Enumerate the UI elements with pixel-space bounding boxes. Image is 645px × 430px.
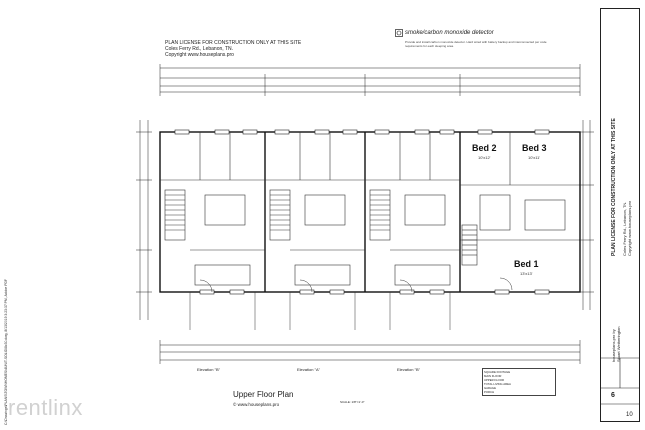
room-label-bed2: Bed 2 xyxy=(472,143,497,153)
elevation-label-3: Elevation "B" xyxy=(397,367,421,372)
sheet-number: 6 xyxy=(611,392,615,399)
title-block-company: houseplans.pro by Stuart Wetherington xyxy=(611,326,621,362)
license-line-1: PLAN LICENSE FOR CONSTRUCTION ONLY AT TH… xyxy=(165,40,302,46)
title-block-company-2: Stuart Wetherington xyxy=(616,326,621,362)
title-block-address-2: Copyright www.houseplans.pro xyxy=(627,200,632,256)
smoke-detector-icon xyxy=(395,29,403,37)
elevation-label-2: Elevation "A" xyxy=(297,367,321,372)
title-block-dividers xyxy=(600,357,640,405)
smoke-detector-label: smoke/carbon monoxide detector xyxy=(405,30,494,36)
room-label-bed1: Bed 1 xyxy=(514,259,539,269)
plan-title: Upper Floor Plan xyxy=(233,390,294,399)
title-block-address: Coles Ferry Rd., Lebanon, TN. Copyright … xyxy=(622,201,632,256)
room-dim-bed2: 10'x12' xyxy=(478,155,491,160)
area-table-garage: GARAGE xyxy=(484,386,496,390)
smoke-detector-note: Provide and install carbon monoxide dete… xyxy=(405,40,547,48)
plan-url: © www.houseplans.pro xyxy=(233,402,280,407)
area-table-main: MAIN FLOOR xyxy=(484,374,502,378)
area-table-porch: PORCH xyxy=(484,390,495,394)
license-line-2: Coles Ferry Rd., Lebanon, TN. xyxy=(165,46,233,52)
room-label-bed3: Bed 3 xyxy=(522,143,547,153)
area-table: SQUARE FOOTAGE MAIN FLOOR UPPER FLOOR TO… xyxy=(482,368,556,396)
license-header: PLAN LICENSE FOR CONSTRUCTION ONLY AT TH… xyxy=(165,40,301,58)
sheet-total: 10 xyxy=(626,412,633,418)
room-dim-bed3: 10'x11' xyxy=(528,155,541,160)
plan-scale: SCALE: 1/8"=1'-0" xyxy=(340,400,365,404)
license-line-3: Copyright www.houseplans.pro xyxy=(165,52,234,58)
rentlinx-watermark: rentlinx xyxy=(8,395,83,420)
area-table-upper: UPPER FLOOR xyxy=(484,378,505,382)
elevation-label-1: Elevation "B" xyxy=(197,367,221,372)
floor-plan-drawing xyxy=(136,64,594,364)
area-table-total: TOTAL LIVING AREA xyxy=(484,382,511,386)
title-block-license: PLAN LICENSE FOR CONSTRUCTION ONLY AT TH… xyxy=(611,118,617,256)
area-table-title: SQUARE FOOTAGE xyxy=(484,370,511,374)
room-dim-bed1: 13'x13' xyxy=(520,271,533,276)
title-block xyxy=(600,8,640,422)
